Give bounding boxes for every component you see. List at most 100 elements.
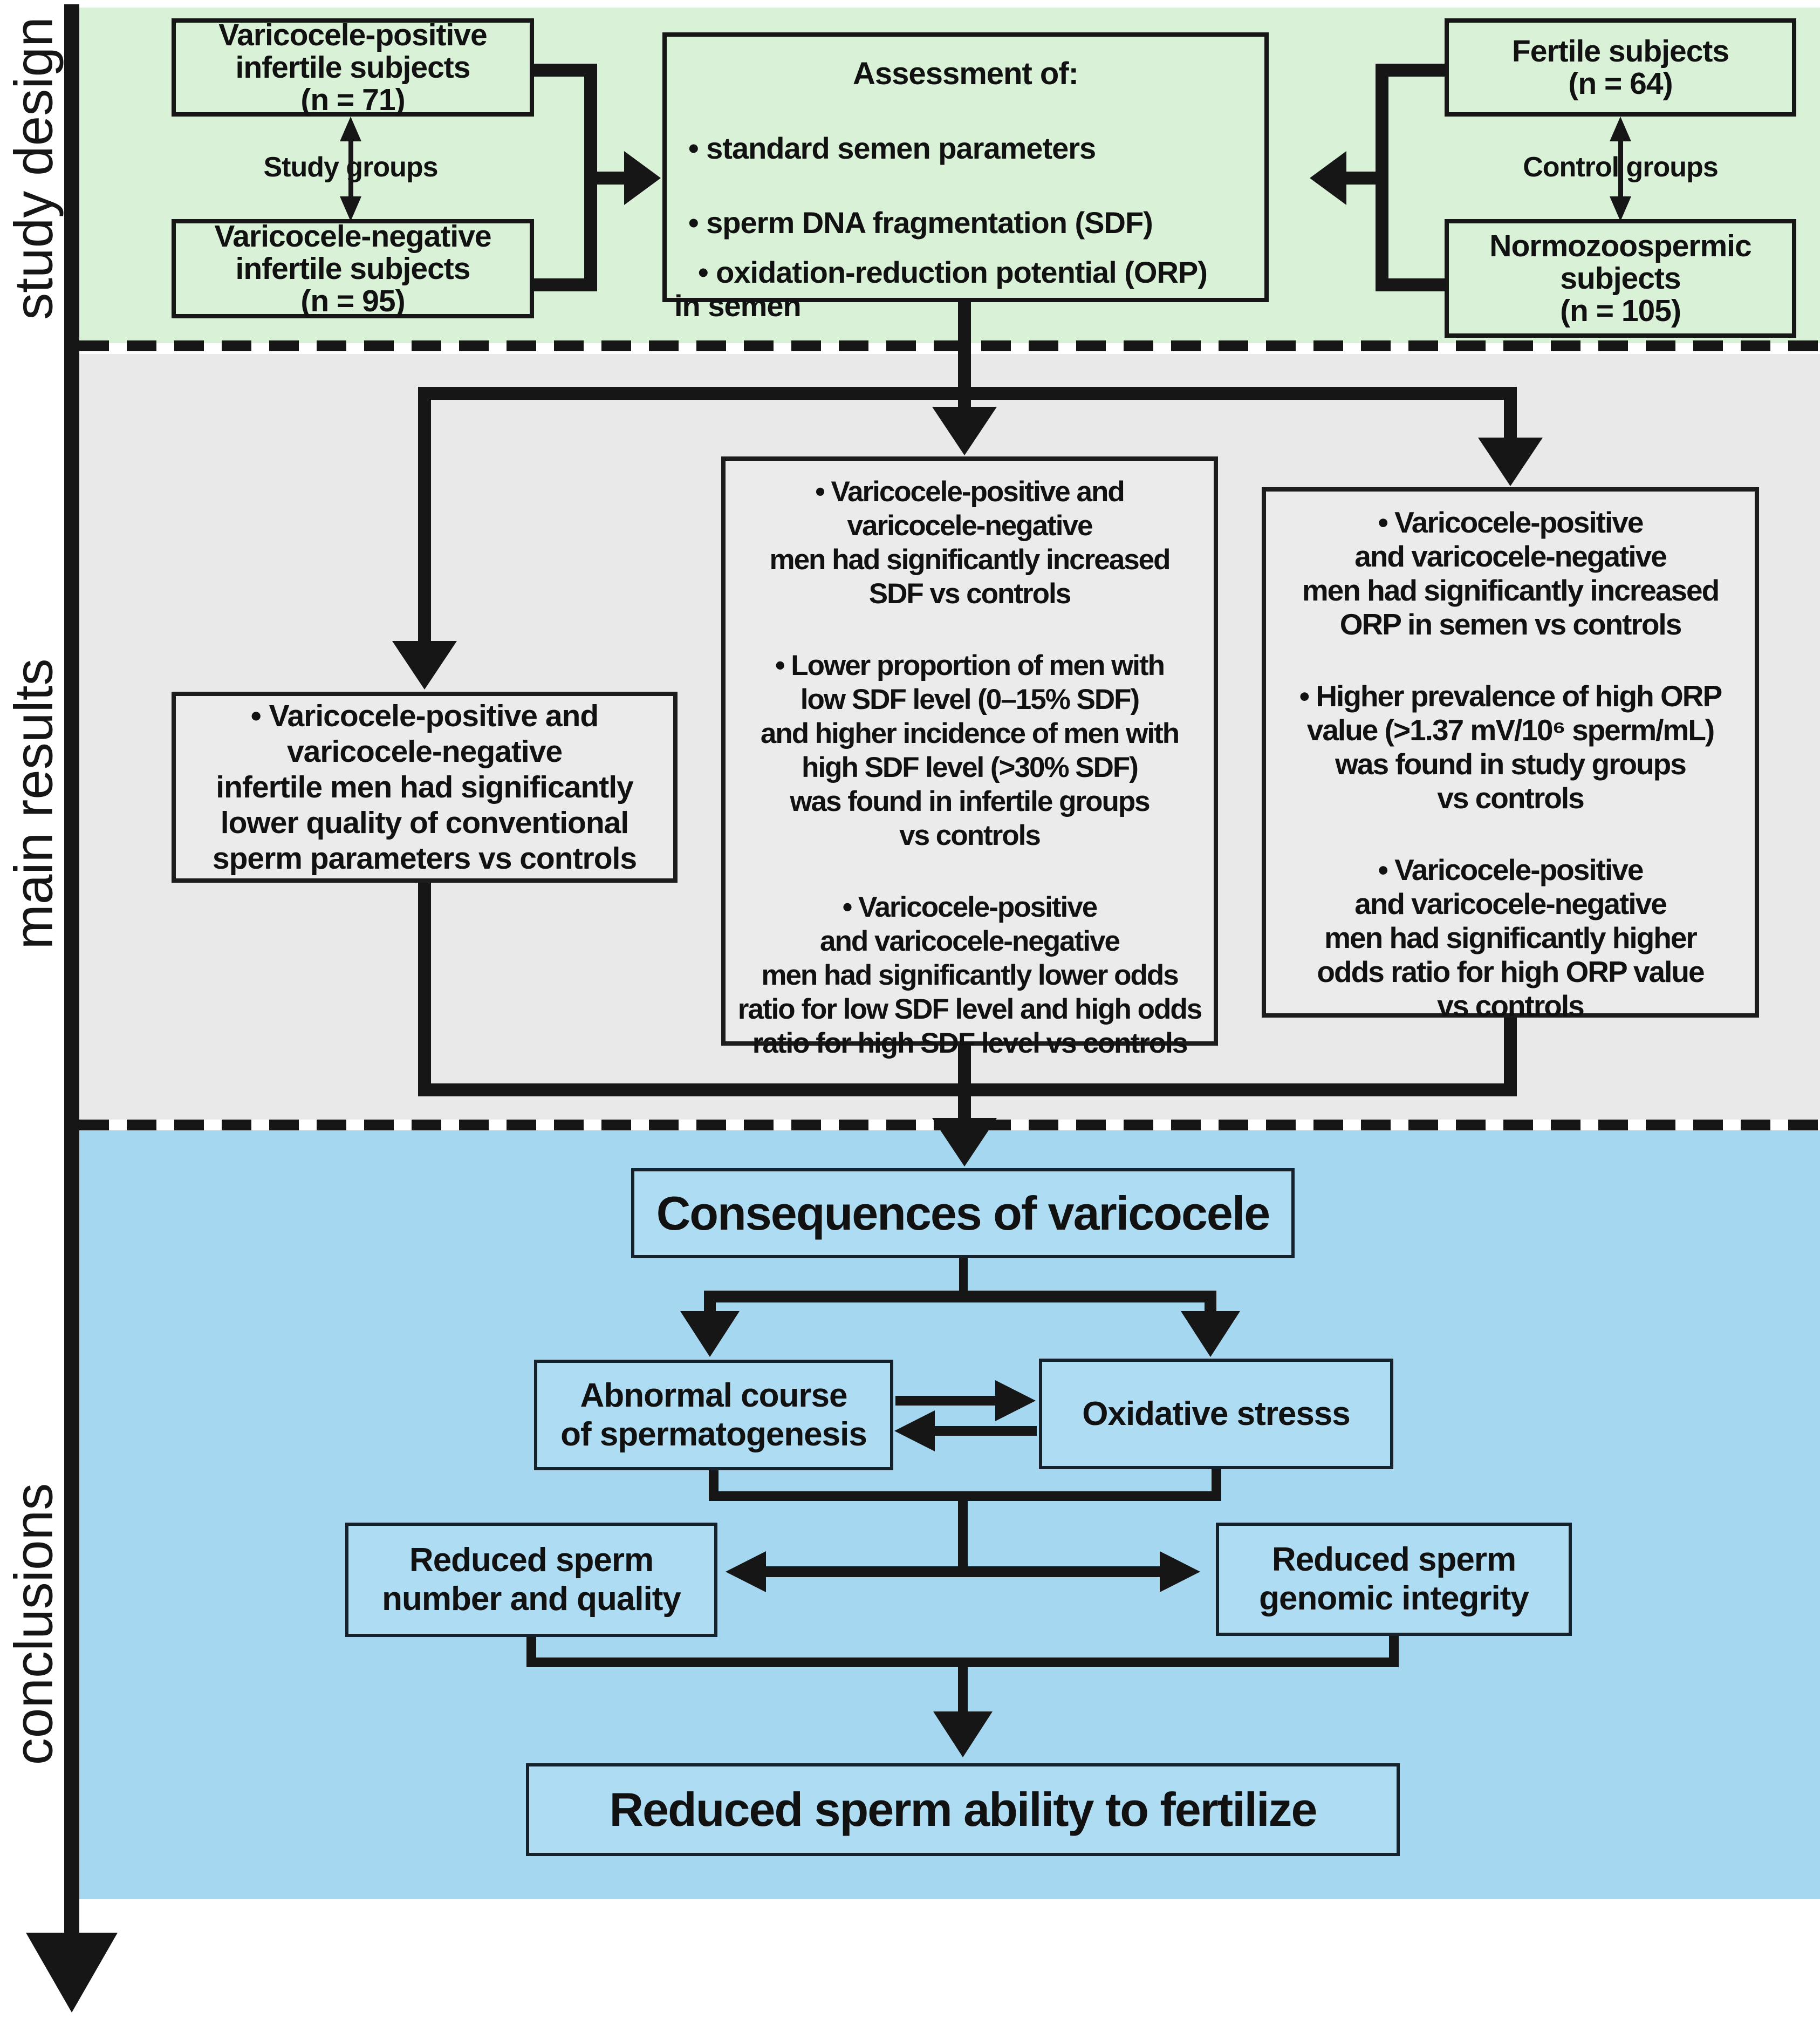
box-results-sdf: • Varicocele-positive and varicocele-neg… bbox=[721, 456, 1218, 1059]
connector bbox=[761, 1566, 1165, 1577]
connector bbox=[958, 1491, 968, 1571]
text-line: (n = 95) bbox=[300, 284, 405, 318]
text-line: Fertile subjects bbox=[1511, 34, 1729, 69]
text-line: men had significantly increased bbox=[1302, 574, 1720, 607]
box-normozoospermic: Normozoospermic subjects (n = 105) bbox=[1445, 219, 1796, 338]
text-line: and varicocele-negative bbox=[1354, 887, 1667, 920]
text-line: vs controls bbox=[899, 820, 1041, 851]
results-paragraph: • Varicocele-positive and varicocele-neg… bbox=[1302, 506, 1720, 642]
box-oxidative-stress: Oxidative stresss bbox=[1039, 1359, 1393, 1469]
connector bbox=[1504, 387, 1517, 440]
connector bbox=[1504, 1018, 1517, 1096]
box-assessment: Assessment of: • standard semen paramete… bbox=[662, 32, 1269, 323]
connector bbox=[1205, 1291, 1216, 1317]
connector bbox=[958, 302, 971, 400]
connector bbox=[1376, 278, 1445, 291]
text-line: SDF vs controls bbox=[868, 578, 1071, 610]
connector bbox=[418, 387, 431, 642]
assessment-bullet: • standard semen parameters bbox=[688, 131, 1096, 165]
connector bbox=[958, 387, 971, 409]
text-line: of spermatogenesis bbox=[560, 1415, 867, 1453]
text-line: varicocele-negative bbox=[847, 510, 1093, 542]
connector bbox=[958, 1046, 971, 1121]
text-line: (n = 64) bbox=[1568, 66, 1673, 101]
text-line: genomic integrity bbox=[1259, 1580, 1529, 1617]
arrow-down-icon bbox=[932, 1118, 997, 1167]
connector bbox=[704, 1291, 716, 1317]
arrow-down-icon bbox=[1610, 196, 1631, 221]
arrow-left-icon bbox=[894, 1410, 935, 1451]
connector bbox=[531, 278, 597, 291]
box-fertile-subjects: Fertile subjects (n = 64) bbox=[1445, 18, 1796, 117]
arrow-down-icon bbox=[680, 1311, 740, 1357]
text-line: Abnormal course bbox=[580, 1376, 848, 1414]
text-line: • Higher prevalence of high ORP bbox=[1299, 679, 1722, 713]
fertilize-title: Reduced sperm ability to fertilize bbox=[609, 1783, 1318, 1836]
connector bbox=[958, 1658, 968, 1713]
text-line: infertile men had significantly bbox=[216, 770, 633, 804]
timeline-bar bbox=[64, 4, 79, 1934]
box-varicocele-positive: Varicocele-positive infertile subjects (… bbox=[172, 18, 534, 117]
text-line: Reduced sperm bbox=[409, 1541, 654, 1579]
arrow-right-icon bbox=[1160, 1551, 1200, 1592]
box-reduced-fertilize: Reduced sperm ability to fertilize bbox=[526, 1763, 1400, 1856]
text-line: and varicocele-negative bbox=[820, 925, 1120, 957]
text-line: (n = 71) bbox=[300, 83, 405, 117]
text-line: vs controls bbox=[1437, 781, 1584, 815]
assessment-bullet-wrap: in semen bbox=[674, 289, 802, 323]
arrow-down-icon bbox=[932, 407, 997, 455]
text-line: Varicocele-negative bbox=[214, 219, 491, 254]
section-label-conclusions: conclusions bbox=[3, 1483, 64, 1765]
text-line: men had significantly higher bbox=[1324, 921, 1698, 954]
arrow-up-icon bbox=[340, 117, 361, 141]
text-line: ORP in semen vs controls bbox=[1339, 608, 1682, 641]
text-line: was found in infertile groups bbox=[790, 786, 1150, 817]
text-line: subjects bbox=[1560, 261, 1681, 296]
text-line: Varicocele-positive bbox=[218, 18, 487, 52]
arrow-right-icon bbox=[624, 151, 661, 205]
connector bbox=[959, 1258, 968, 1294]
arrow-right-icon bbox=[995, 1380, 1036, 1421]
box-varicocele-negative: Varicocele-negative infertile subjects (… bbox=[172, 219, 534, 318]
section-label-main-results: main results bbox=[3, 658, 64, 950]
arrow-left-icon bbox=[726, 1551, 766, 1592]
text-line: men had significantly increased bbox=[769, 544, 1171, 576]
connector bbox=[709, 1291, 1216, 1302]
results-paragraph: • Higher prevalence of high ORP value (>… bbox=[1299, 679, 1722, 815]
text-line: Normozoospermic bbox=[1489, 229, 1751, 263]
results-paragraph: • Varicocele-positive and varicocele-neg… bbox=[769, 475, 1171, 611]
text-line: • Varicocele-positive and bbox=[815, 476, 1125, 508]
arrow-left-icon bbox=[1310, 151, 1346, 205]
arrow-down-icon bbox=[933, 1711, 993, 1757]
consequences-title: Consequences of varicocele bbox=[656, 1186, 1270, 1240]
text-line: sperm parameters vs controls bbox=[212, 841, 637, 876]
text-line: • Varicocele-positive and bbox=[250, 699, 599, 733]
text-line: and varicocele-negative bbox=[1354, 540, 1667, 573]
text-line: vs controls bbox=[1437, 989, 1584, 1022]
text-line: number and quality bbox=[382, 1580, 681, 1618]
box-results-sperm-parameters: • Varicocele-positive and varicocele-neg… bbox=[172, 692, 678, 883]
arrow-down-icon bbox=[392, 641, 457, 690]
text-line: • Varicocele-positive bbox=[1378, 506, 1644, 539]
connector bbox=[418, 883, 431, 1096]
text-line: men had significantly lower odds bbox=[761, 959, 1179, 991]
text-line: value (>1.37 mV/10⁶ sperm/mL) bbox=[1306, 713, 1715, 747]
connector bbox=[593, 172, 627, 185]
text-line: • Varicocele-positive bbox=[1378, 853, 1644, 886]
text-line: (n = 105) bbox=[1560, 294, 1681, 328]
connector bbox=[1344, 172, 1382, 185]
results-paragraph: • Varicocele-positive and varicocele-neg… bbox=[1317, 853, 1705, 1023]
text-line: • Lower proportion of men with bbox=[775, 650, 1165, 681]
study-groups-connector bbox=[348, 135, 353, 205]
text-line: and higher incidence of men with bbox=[760, 718, 1180, 749]
results-paragraph: • Varicocele-positive and varicocele-neg… bbox=[738, 890, 1202, 1060]
box-consequences: Consequences of varicocele bbox=[631, 1168, 1295, 1258]
timeline-arrowhead-icon bbox=[26, 1933, 118, 2013]
assessment-bullet: • sperm DNA fragmentation (SDF) bbox=[688, 206, 1153, 240]
text-line: infertile subjects bbox=[235, 251, 471, 286]
text-line: Oxidative stresss bbox=[1082, 1395, 1351, 1433]
arrow-down-icon bbox=[1181, 1311, 1240, 1357]
section-label-study-design: study design bbox=[3, 17, 64, 320]
text-line: infertile subjects bbox=[235, 50, 471, 85]
